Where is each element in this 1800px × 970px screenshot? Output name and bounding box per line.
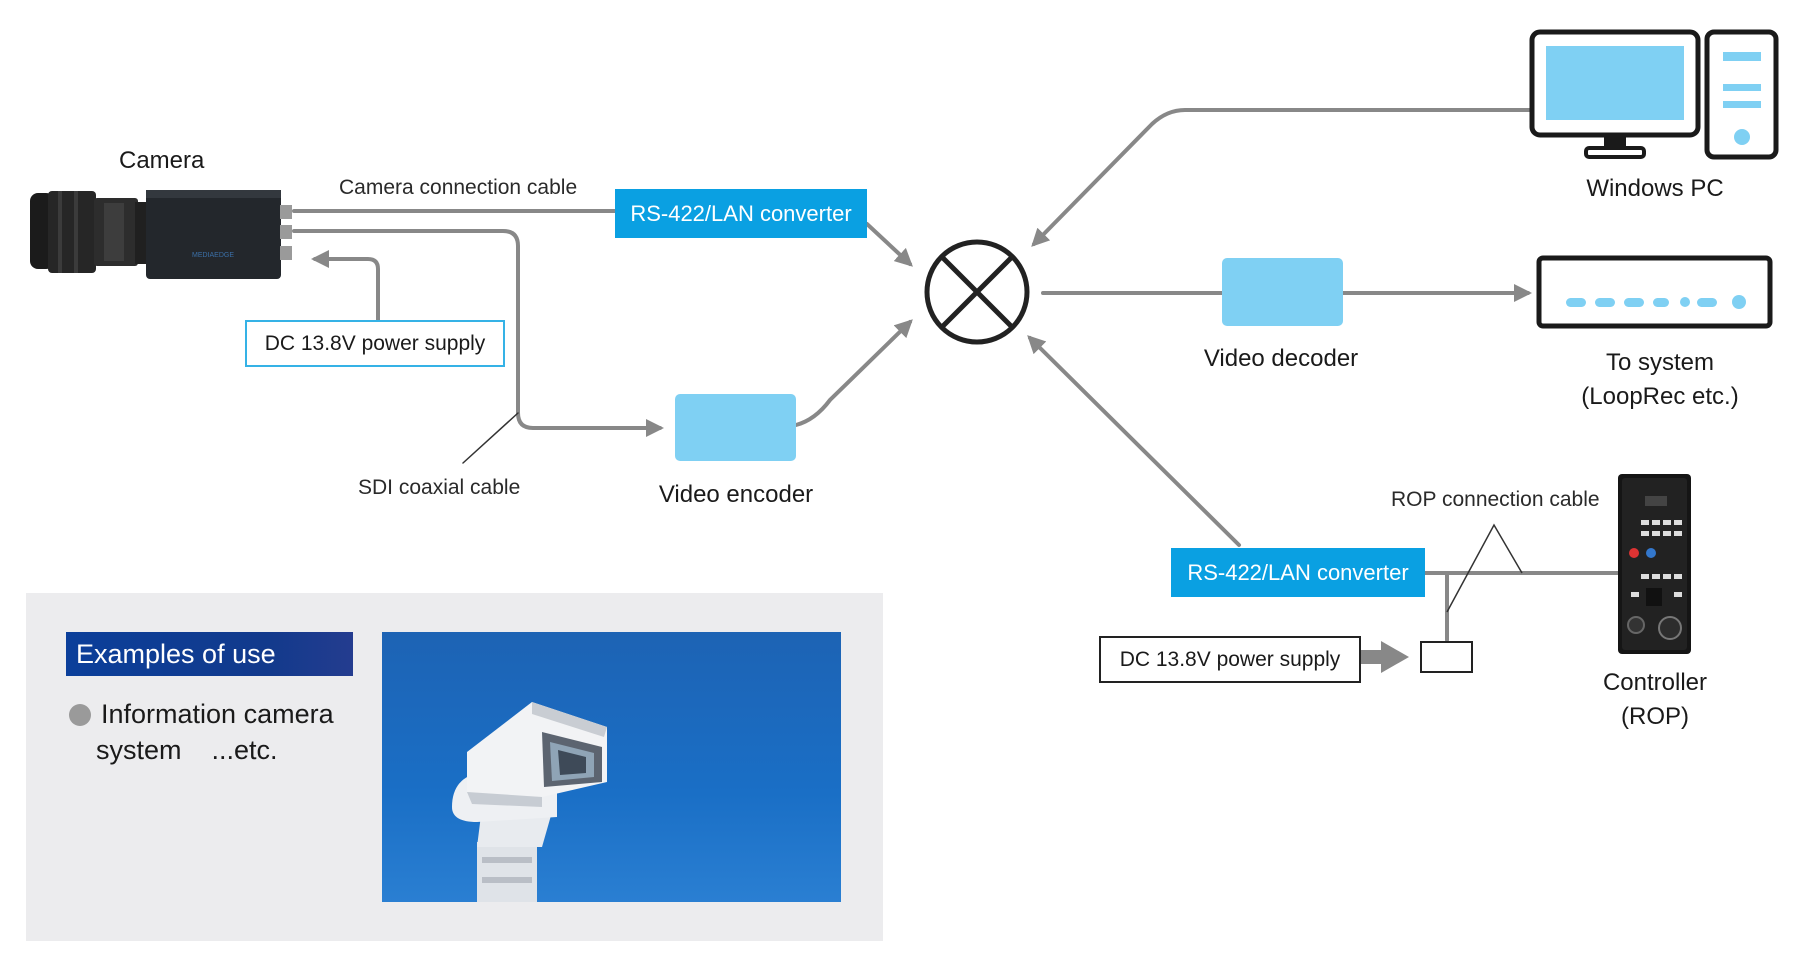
sdi-coaxial-cable-label: SDI coaxial cable xyxy=(358,476,521,499)
junction-box xyxy=(1420,641,1473,673)
pc-to-hub-arrow xyxy=(1031,108,1532,247)
camera-connection-cable-label: Camera connection cable xyxy=(339,176,578,199)
rs422-lan-converter-bottom: RS-422/LAN converter xyxy=(1171,548,1425,597)
power-supply-top: DC 13.8V power supply xyxy=(245,320,505,367)
to-system-sublabel: (LoopRec etc.) xyxy=(1581,383,1739,410)
power-to-camera-arrow xyxy=(311,250,380,322)
example-item-line1: Information camera xyxy=(101,699,334,729)
example-item-line2: system ...etc. xyxy=(96,735,278,765)
controller-label: Controller xyxy=(1602,669,1708,696)
network-hub-icon xyxy=(924,239,1030,345)
camera-brand-text: MEDIAEDGE xyxy=(192,252,234,259)
camera-icon: MEDIAEDGE xyxy=(30,190,292,279)
video-encoder-label: Video encoder xyxy=(658,481,814,508)
rop-connection-cable-label: ROP connection cable xyxy=(1391,488,1600,511)
rop-controller-icon xyxy=(1618,474,1691,654)
encoder-to-hub-arrow xyxy=(794,319,913,427)
power-to-junction-arrow xyxy=(1357,641,1409,673)
surveillance-camera-image xyxy=(452,702,607,902)
surveillance-camera-photo xyxy=(382,632,841,902)
recorder-device-icon xyxy=(1536,255,1773,329)
examples-title: Examples of use xyxy=(66,632,353,676)
rop-leader-line xyxy=(1446,523,1523,613)
rs422-lan-converter-top: RS-422/LAN converter xyxy=(615,189,867,238)
power-supply-bottom: DC 13.8V power supply xyxy=(1099,636,1361,683)
rs422-to-hub-arrow xyxy=(865,222,913,267)
video-encoder-box xyxy=(675,394,796,461)
bullet-icon xyxy=(69,704,91,726)
video-decoder-box xyxy=(1222,258,1343,326)
windows-pc-label: Windows PC xyxy=(1586,175,1724,202)
sdi-cable-line xyxy=(292,229,664,437)
to-system-label: To system xyxy=(1605,349,1715,376)
video-decoder-label: Video decoder xyxy=(1203,345,1359,372)
controller-sublabel: (ROP) xyxy=(1621,703,1689,730)
rs422-bottom-to-hub-arrow xyxy=(1027,335,1241,547)
windows-pc-icon xyxy=(1529,29,1779,160)
sdi-leader-line xyxy=(462,412,519,464)
camera-label: Camera xyxy=(119,147,205,174)
